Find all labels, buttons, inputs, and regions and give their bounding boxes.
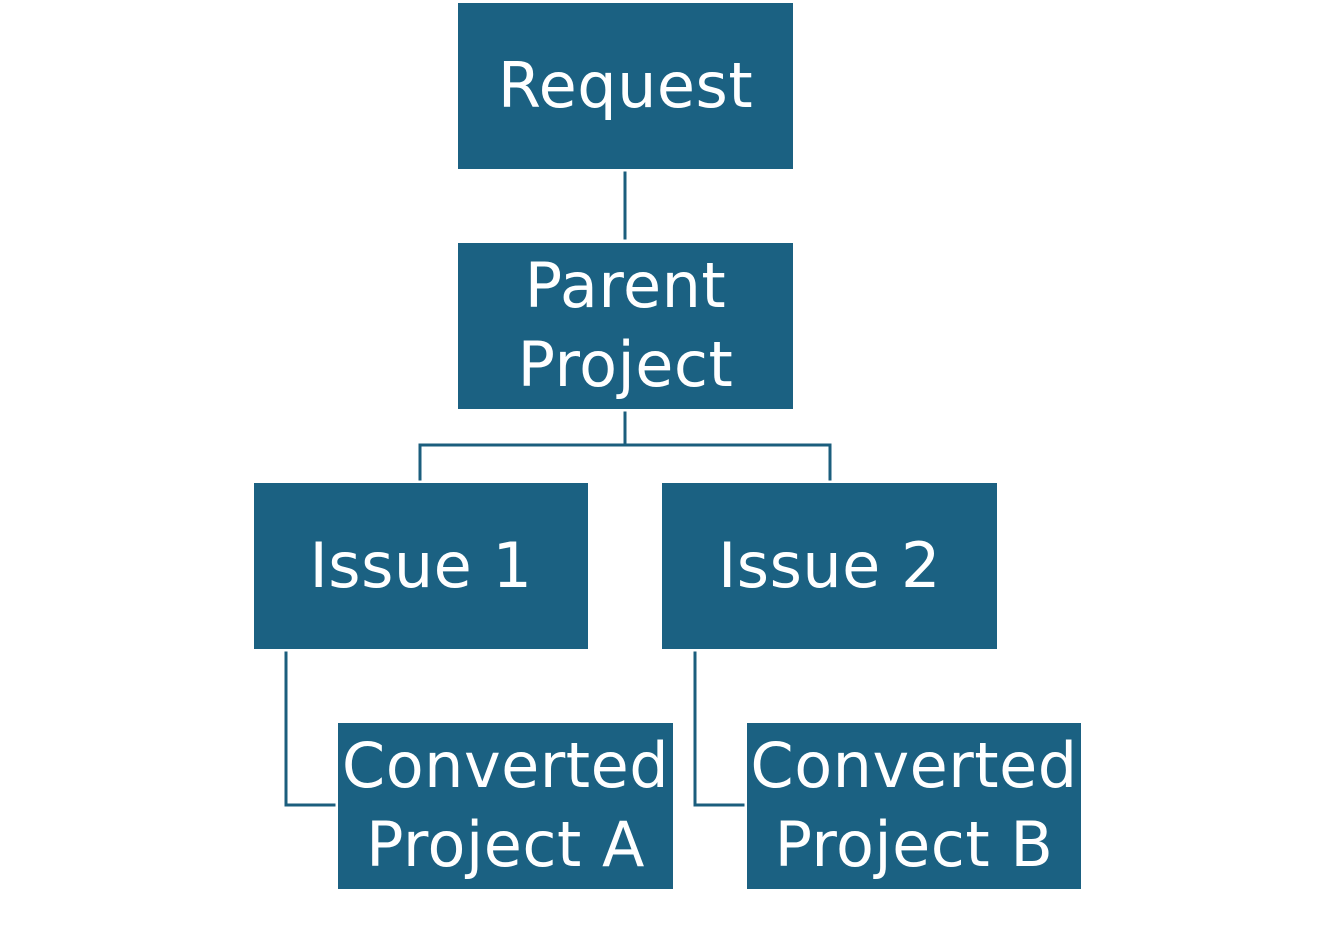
node-issue-1-label: Issue 1 bbox=[309, 528, 533, 602]
node-issue-2[interactable]: Issue 2 bbox=[662, 483, 997, 649]
node-converted-project-a[interactable]: Converted Project A bbox=[338, 723, 673, 889]
node-request-label: Request bbox=[497, 48, 754, 122]
node-issue-1[interactable]: Issue 1 bbox=[254, 483, 588, 649]
node-parent-project[interactable]: Parent Project bbox=[458, 243, 793, 409]
node-request[interactable]: Request bbox=[458, 3, 793, 169]
node-converted-project-b-label: Converted Project B bbox=[750, 729, 1078, 881]
node-converted-project-b[interactable]: Converted Project B bbox=[747, 723, 1081, 889]
node-parent-project-label: Parent Project bbox=[517, 249, 734, 401]
node-converted-project-a-label: Converted Project A bbox=[341, 729, 670, 881]
node-issue-2-label: Issue 2 bbox=[718, 528, 941, 602]
